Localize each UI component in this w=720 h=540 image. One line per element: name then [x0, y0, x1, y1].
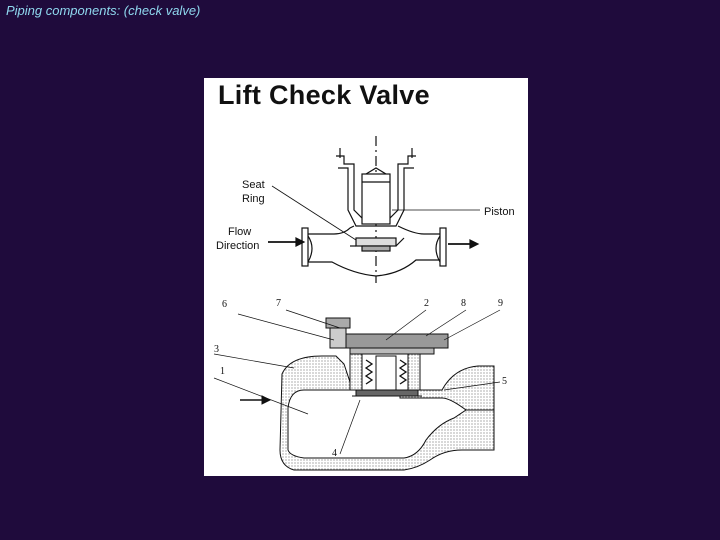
part-number-5: 5 [502, 376, 507, 387]
part-number-1: 1 [220, 366, 225, 377]
label-seat: Seat [242, 179, 265, 191]
part-number-9: 9 [498, 298, 503, 309]
part-number-3: 3 [214, 344, 219, 355]
lift-check-valve-figure: Lift Check Valve Seat Ring Piston Flow D… [204, 78, 528, 476]
part-number-8: 8 [461, 298, 466, 309]
label-direction: Direction [216, 240, 260, 252]
lower-cross-section [213, 309, 501, 471]
label-flow: Flow [228, 226, 252, 238]
part-number-4: 4 [332, 448, 337, 459]
slide-title: Piping components: (check valve) [6, 3, 201, 18]
part-number-7: 7 [276, 298, 281, 309]
label-ring: Ring [242, 193, 265, 205]
part-number-6: 6 [222, 299, 227, 310]
label-piston: Piston [484, 206, 515, 218]
valve-drawing [213, 136, 501, 471]
figure-heading: Lift Check Valve [218, 80, 430, 110]
part-number-2: 2 [424, 298, 429, 309]
upper-schematic [268, 136, 480, 283]
